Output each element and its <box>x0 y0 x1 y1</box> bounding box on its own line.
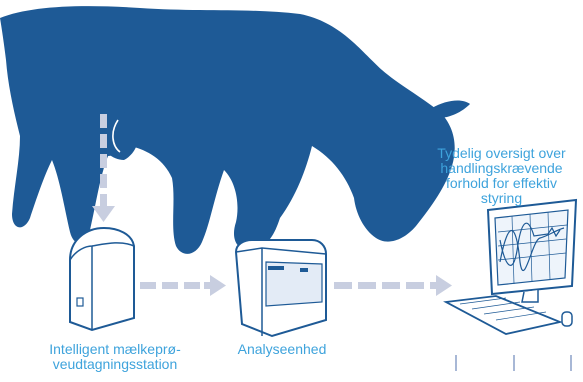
computer-monitor-icon <box>446 200 576 334</box>
analysis-unit-icon <box>236 240 326 336</box>
cow-ear <box>432 101 470 118</box>
computer-label: Tydelig oversigt over handlingskrævende … <box>420 146 583 206</box>
analyzer-button <box>300 268 308 272</box>
cow-silhouette-icon <box>0 6 470 254</box>
analyzer-label: Analyseenhed <box>232 342 332 357</box>
monitor-stand <box>522 290 538 302</box>
arrow-analyzer-to-computer <box>334 275 452 296</box>
analyzer-display <box>268 266 284 270</box>
sampler-label: Intelligent mælkeprø- veudtagningsstatio… <box>30 342 200 372</box>
computer-mouse <box>562 312 572 326</box>
milk-sampling-station-icon <box>70 228 134 330</box>
cow-body <box>0 6 455 254</box>
keyboard <box>446 296 560 334</box>
bottom-tick-marks <box>455 355 572 371</box>
arrow-sampler-to-analyzer <box>140 275 226 296</box>
